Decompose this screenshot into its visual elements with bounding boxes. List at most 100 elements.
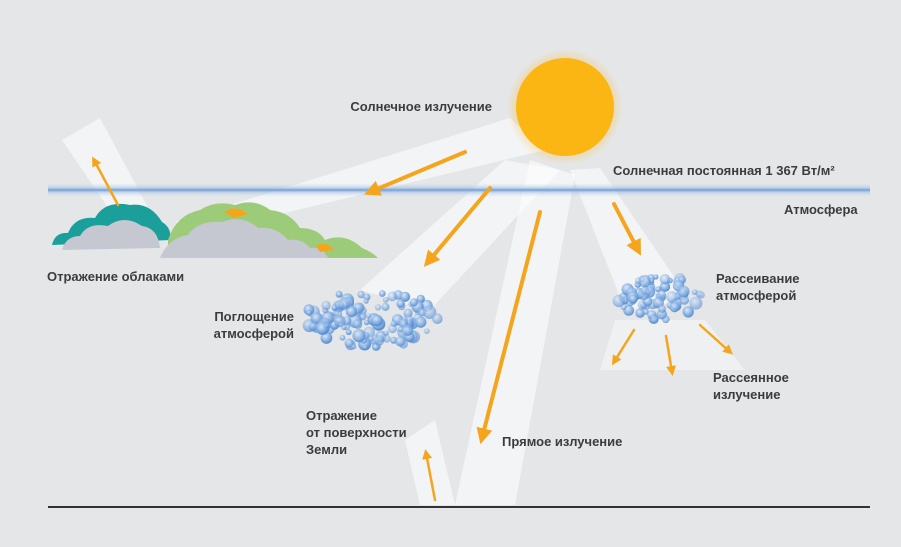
label-surface-line2: от поверхности: [306, 425, 407, 440]
particle: [333, 315, 346, 328]
label-scattering-line1: Рассеивание: [716, 271, 800, 286]
particle: [643, 309, 649, 315]
label-solar-constant: Солнечная постоянная 1 367 Вт/м²: [613, 163, 835, 178]
particle: [381, 302, 390, 311]
particle: [337, 297, 351, 311]
particle: [344, 338, 354, 348]
particle: [351, 344, 357, 350]
particle: [612, 294, 625, 308]
particle: [382, 296, 389, 303]
beam-to-absorption: [360, 160, 560, 310]
particle: [659, 281, 671, 292]
particle: [339, 334, 346, 341]
particle: [368, 335, 374, 342]
label-surface-line1: Отражение: [306, 408, 377, 423]
particle: [374, 304, 382, 311]
arrows: [92, 150, 733, 502]
particle: [638, 274, 651, 288]
particle: [362, 344, 368, 350]
particle: [341, 325, 347, 331]
particle: [316, 323, 329, 335]
particle: [396, 299, 405, 308]
particle: [345, 329, 352, 336]
cloud-grey-main: [160, 219, 328, 258]
label-scattering-line2: атмосферой: [716, 288, 797, 303]
label-surface-line3: Земли: [306, 442, 348, 457]
particle: [321, 300, 331, 311]
particle: [689, 296, 703, 310]
label-diffuse-line2: излучение: [713, 387, 781, 402]
particle: [691, 289, 698, 295]
particle: [352, 329, 366, 343]
label-direct-radiation: Прямое излучение: [502, 434, 623, 449]
particle: [357, 290, 365, 299]
particle: [382, 334, 391, 343]
arrow-cloud-reflection: [92, 156, 120, 207]
particle: [383, 330, 389, 336]
particle: [655, 286, 662, 293]
label-scattering: Рассеивание атмосферой: [716, 270, 800, 304]
particle: [650, 315, 659, 324]
label-diffuse: Рассеянное излучение: [713, 369, 789, 403]
particle: [658, 304, 666, 313]
particle: [352, 319, 363, 330]
arrow-diffuse-1: [611, 328, 636, 366]
arrow-diffuse-2: [664, 334, 676, 376]
cloud-orange-patch: [224, 208, 248, 218]
particle: [659, 274, 671, 285]
scattering-particles: [612, 273, 705, 324]
particle: [678, 285, 690, 298]
particle: [666, 291, 678, 303]
arrow-to-absorption: [423, 186, 492, 267]
particle: [306, 310, 312, 316]
label-diffuse-line1: Рассеянное: [713, 370, 789, 385]
particle: [320, 332, 333, 344]
particle: [432, 313, 443, 325]
particle: [423, 328, 430, 334]
particle: [635, 308, 645, 318]
clouds: [52, 202, 378, 258]
particle: [378, 290, 386, 297]
particle: [628, 294, 638, 304]
cloud-orange-patch-2: [316, 243, 334, 252]
cloud-grey-left: [62, 220, 160, 250]
particle: [401, 324, 414, 337]
particle: [415, 316, 427, 328]
particle: [697, 291, 705, 299]
beam-surface-reflection: [405, 420, 455, 505]
particle: [657, 290, 667, 300]
particle: [335, 290, 343, 298]
particle: [345, 306, 357, 318]
particle: [669, 302, 680, 313]
particle: [363, 298, 369, 304]
label-absorption-line2: атмосферой: [213, 326, 294, 341]
arrow-to-scattering: [612, 202, 641, 256]
arrow-surface-reflection: [422, 449, 437, 502]
arrow-to-clouds: [364, 150, 467, 196]
particle: [422, 305, 437, 319]
particle: [395, 336, 406, 347]
particle: [372, 343, 380, 351]
label-absorption-line1: Поглощение: [214, 309, 294, 324]
label-surface-reflection: Отражение от поверхности Земли: [306, 407, 407, 458]
particle: [674, 293, 681, 300]
particle: [409, 298, 418, 307]
particle: [371, 314, 383, 327]
label-solar-radiation: Солнечное излучение: [350, 99, 492, 114]
particle: [387, 291, 398, 302]
absorption-particles: [302, 290, 443, 351]
particle: [366, 313, 372, 319]
particle: [679, 295, 690, 305]
particle: [400, 291, 411, 302]
beam-to-clouds: [175, 118, 545, 230]
particle: [682, 306, 694, 318]
arrow-diffuse-3: [698, 323, 733, 355]
particle: [374, 335, 385, 346]
label-cloud-reflection: Отражение облаками: [47, 269, 185, 284]
label-absorption: Поглощение атмосферой: [150, 308, 294, 342]
label-atmosphere: Атмосфера: [784, 202, 858, 217]
sun: [516, 58, 614, 156]
particle: [653, 274, 659, 280]
particle: [390, 320, 397, 327]
